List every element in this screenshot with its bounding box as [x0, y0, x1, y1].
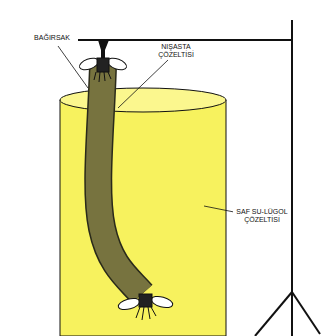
part-label: NIŞASTA ÇÖZELTİSİ — [153, 43, 199, 59]
intestine-tube — [98, 66, 142, 294]
stand-leg — [292, 292, 320, 334]
stand-arm — [58, 39, 292, 41]
leader-line — [204, 206, 234, 212]
stand-leg — [291, 292, 293, 336]
beaker-rim — [60, 88, 226, 112]
top-tie — [78, 56, 128, 82]
part-label: BAĞIRSAK — [26, 34, 78, 42]
stand-rod — [291, 20, 293, 292]
beaker-body — [60, 100, 226, 336]
intestine-outline — [98, 66, 142, 294]
bottom-tie — [117, 294, 174, 320]
retort-stand — [58, 20, 320, 336]
stand-leg — [255, 292, 292, 336]
beaker — [60, 88, 226, 336]
part-label: SAF SU-LÜGOL ÇÖZELTİSİ — [233, 208, 291, 224]
leader-line — [58, 46, 88, 88]
leader-line — [118, 60, 168, 108]
